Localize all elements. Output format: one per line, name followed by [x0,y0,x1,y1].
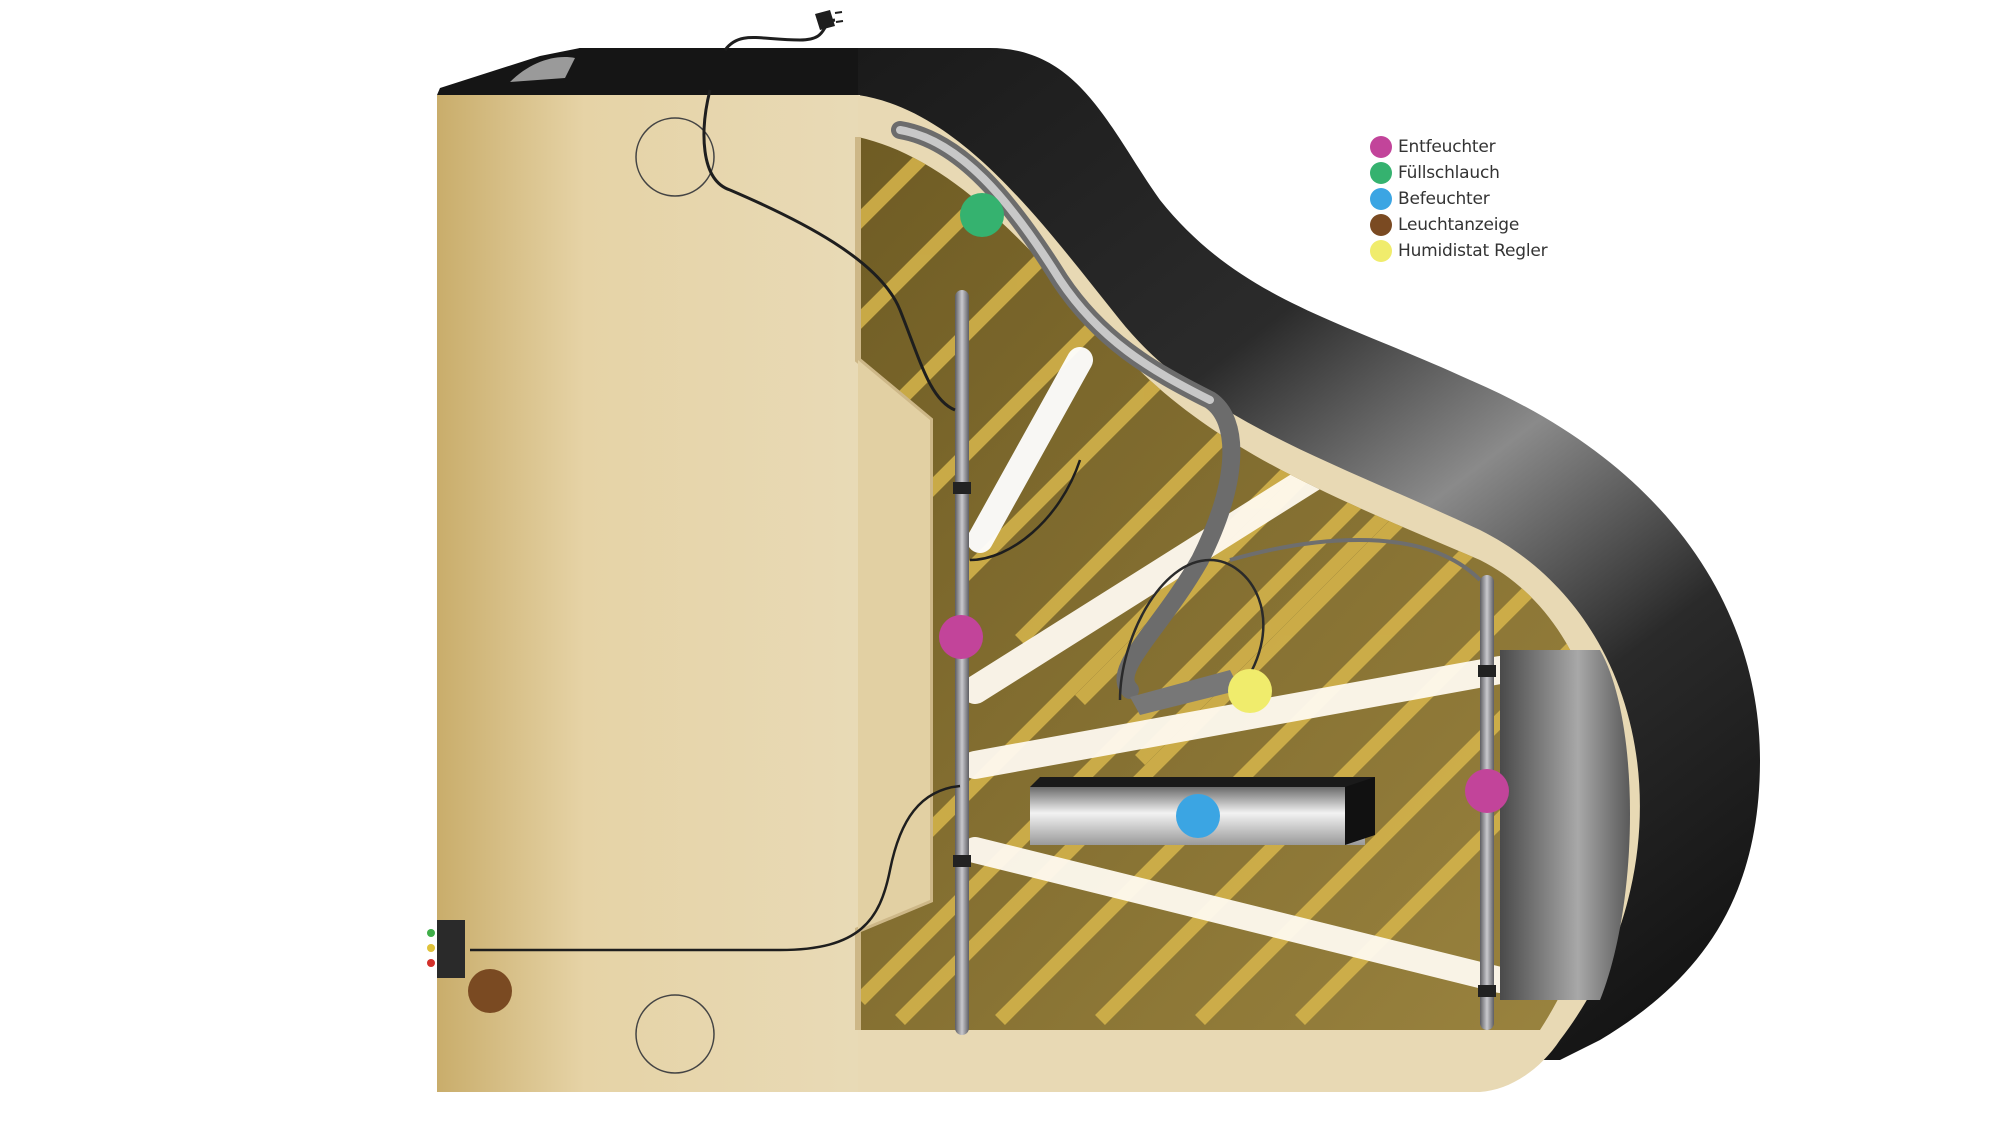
legend-label: Entfeuchter [1398,137,1496,157]
legend-label: Leuchtanzeige [1398,215,1520,235]
humidistat-body [1130,670,1240,715]
legend-dot [1370,214,1392,236]
indicator-light-red [427,959,435,967]
legend-label: Füllschlauch [1398,163,1500,183]
plug [815,10,835,30]
dehumidifier-rod-left [955,290,969,1035]
legend-item-humidifier: Befeuchter [1370,186,1547,212]
legend-dot [1370,240,1392,262]
keybed-flap [510,57,575,82]
legend-dot [1370,136,1392,158]
legend-item-humidistat: Humidistat Regler [1370,238,1548,264]
side-panel [1500,650,1630,1000]
power-cable [702,89,956,412]
legend-label: Befeuchter [1398,189,1490,209]
marker-fill-hose [960,193,1004,237]
legend-label: Humidistat Regler [1398,241,1548,261]
inner-wall-notch [858,360,930,930]
indicator-light-green [427,929,435,937]
legend: Entfeuchter Füllschlauch Befeuchter Leuc… [1370,134,1548,264]
indicator-light-yellow [427,944,435,952]
keybed-top-edge [437,48,858,95]
marker-humidifier [1176,794,1220,838]
legend-item-dehumidifier: Entfeuchter [1370,134,1547,160]
indicator-box [437,920,465,978]
caster-top [635,117,715,197]
keybed [437,95,858,1092]
marker-dehumidifier-left [939,615,983,659]
indicator-cable [470,784,961,952]
marker-indicator [468,969,512,1013]
legend-dot [1370,162,1392,184]
legend-item-fill-hose: Füllschlauch [1370,160,1547,186]
marker-humidistat [1228,669,1272,713]
legend-dot [1370,188,1392,210]
legend-item-indicator: Leuchtanzeige [1370,212,1547,238]
marker-dehumidifier-right [1465,769,1509,813]
caster-bottom [635,994,715,1074]
